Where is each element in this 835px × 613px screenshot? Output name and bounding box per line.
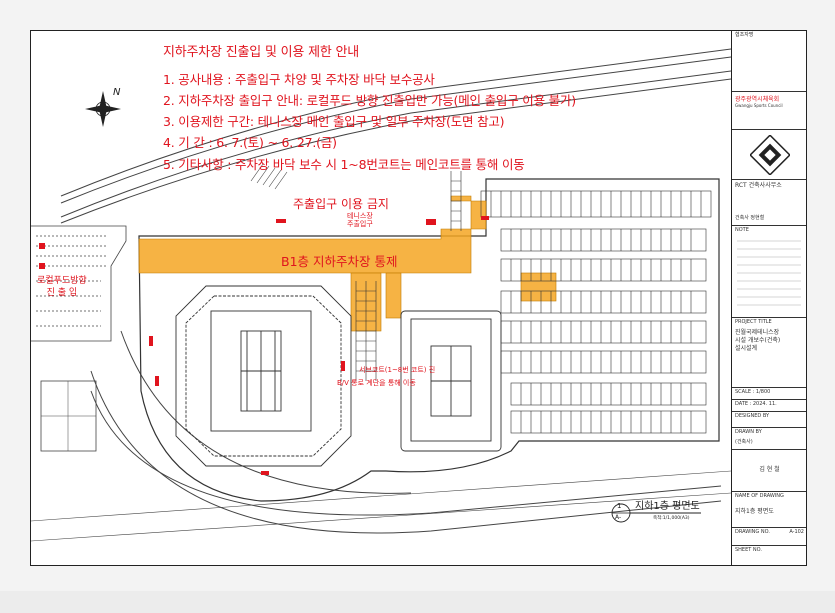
tb-stamp: 협조자명 — [735, 32, 754, 38]
title-block: 협조자명 광주광역시체육회 Gwangju Sports Council RCT… — [731, 31, 806, 565]
tb-scale: SCALE : 1/800 — [732, 387, 806, 399]
notice-line-5: 5. 기타사항 : 주차장 바닥 보수 시 1~8번코트는 메인코트를 통해 이… — [163, 157, 525, 172]
viewer-footer-bar — [0, 591, 835, 613]
b1-closed-label: B1층 지하주차장 통제 — [281, 254, 398, 269]
red-marker-arrows — [149, 216, 489, 475]
tb-client-en: Gwangju Sports Council — [735, 103, 783, 108]
left-parking-lot — [31, 225, 127, 452]
notice-line-3: 3. 이용제한 구간: 테니스장 메인 출입구 및 일부 주차장(도면 참고) — [163, 114, 505, 129]
tb-architect: RCT 건축사사무소 건축사 정현철 — [732, 179, 806, 225]
tb-notes: NOTE — [732, 225, 806, 317]
bottom-road — [31, 330, 731, 542]
tb-note-label: NOTE — [735, 227, 749, 233]
notice-line-1: 1. 공사내용 : 주출입구 차양 및 주차장 바닥 보수공사 — [163, 72, 435, 87]
notice-line-2: 2. 지하주차장 출입구 안내: 로컬푸드 방향 진출입만 가능(메인 출입구 … — [163, 93, 576, 108]
building-outline — [138, 178, 720, 502]
sub-court-note-1: 서브코트(1~8번 코트) 진 — [359, 366, 436, 374]
tb-project-title-label: PROJECT TITLE — [735, 319, 772, 325]
tb-client: 광주광역시체육회 Gwangju Sports Council — [732, 91, 806, 129]
drawing-title-label: 지하1층 평면도 — [635, 501, 700, 512]
floor-plan: N — [31, 48, 731, 542]
stairs-ramps — [355, 171, 462, 381]
tb-date: DATE : 2024. 11. — [732, 399, 806, 411]
sub-court-note-2: B/V 통로 계단을 통해 이동 — [337, 379, 416, 387]
tb-drawn-by: DRAWN BY (건축사) — [732, 427, 806, 449]
tb-drawing-no-value: A-102 — [789, 529, 804, 535]
road-lines — [60, 48, 731, 224]
tb-name-of-drawing: NAME OF DRAWING 지하1층 평면도 — [732, 491, 806, 527]
drawing-circle-number: 1 — [617, 502, 622, 510]
drawing-number-symbol — [611, 503, 701, 523]
tb-client-name: 광주광역시체육회 — [735, 96, 780, 103]
tb-sheet-no: SHEET NO. — [732, 545, 806, 565]
local-food-label: 로컬푸드방향 진 출 입 — [37, 276, 87, 298]
main-entrance-ban-label: 주출입구 이용 금지 — [293, 197, 389, 211]
notice-title: 지하주차장 진출입 및 이용 제한 안내 — [163, 45, 360, 60]
tb-drawing-no-label: DRAWING NO. — [735, 529, 770, 535]
tb-architect-person: 건축사 정현철 — [735, 215, 765, 221]
tb-checked-name: 김 현 철 — [759, 466, 780, 473]
north-arrow-icon: N — [85, 87, 121, 127]
tennis-entrance-label: 테니스장 주출입구 — [347, 212, 373, 228]
drawing-circle-sub: A- — [615, 514, 622, 521]
tb-architect-name: RCT 건축사사무소 — [735, 182, 782, 189]
tb-drawn-by-label: DRAWN BY — [735, 429, 762, 435]
tb-project: PROJECT TITLE 진월국제테니스장 시설 개보수(건축) 설시설계 — [732, 317, 806, 387]
tb-project-name: 진월국제테니스장 시설 개보수(건축) 설시설계 — [735, 329, 781, 352]
tb-logo — [732, 129, 806, 179]
center-court-stadium — [175, 285, 352, 467]
tb-drawn-by-name: (건축사) — [735, 439, 753, 445]
architect-logo-icon — [749, 135, 790, 175]
tb-drawing-no: DRAWING NO. A-102 — [732, 527, 806, 545]
svg-text:N: N — [113, 87, 121, 98]
drawing-sheet: N 지하주차장 진출입 및 이용 제한 안내 1. 공사내용 : 주출입구 차양… — [30, 30, 807, 566]
notice-line-4: 4. 기 간 : 6. 7.(토) ~ 6. 27.(금) — [163, 135, 337, 150]
secondary-court — [400, 310, 502, 452]
tb-checked: 김 현 철 — [732, 449, 806, 491]
tb-note-lines — [737, 240, 801, 306]
tb-designed-by: DESIGNED BY — [732, 411, 806, 427]
drawing-scale-label: 축척:1/1,000(A3) — [653, 516, 690, 521]
tb-drawing-name: 지하1층 평면도 — [735, 508, 774, 515]
tb-name-of-drawing-label: NAME OF DRAWING — [735, 493, 784, 499]
parking-stalls — [480, 190, 712, 434]
